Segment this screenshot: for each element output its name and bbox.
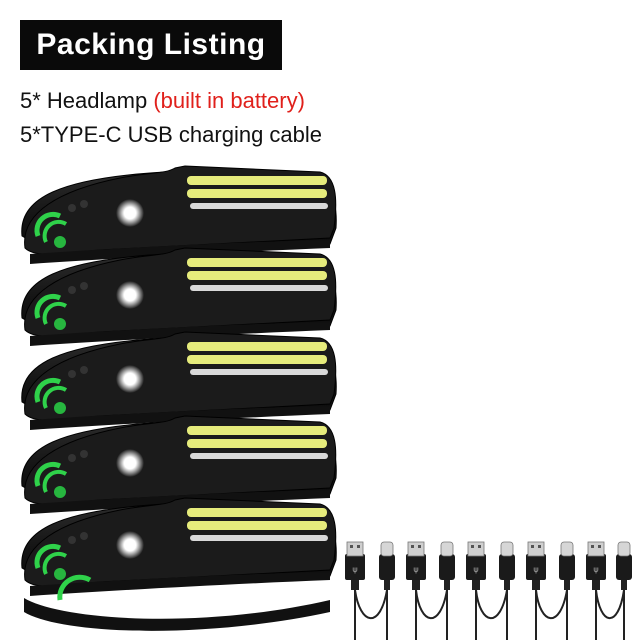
usb-cable xyxy=(465,541,516,640)
page-title: Packing Listing xyxy=(36,28,266,61)
headlamp xyxy=(22,248,337,346)
usb-cable xyxy=(525,541,576,640)
item-headlamp: 5* Headlamp (built in battery) xyxy=(20,88,305,114)
product-photo: ψ xyxy=(0,150,633,640)
item-cable-text: 5*TYPE-C USB charging cable xyxy=(20,122,323,147)
usb-cable xyxy=(585,541,633,640)
packing-listing-banner: Packing Listing xyxy=(20,20,282,70)
item-cable: 5*TYPE-C USB charging cable xyxy=(20,122,322,148)
usb-cable xyxy=(344,541,396,640)
usb-cable xyxy=(405,541,456,640)
item-headlamp-note: (built in battery) xyxy=(153,88,305,113)
item-headlamp-text: 5* Headlamp xyxy=(20,88,154,113)
headlamp xyxy=(22,332,337,430)
